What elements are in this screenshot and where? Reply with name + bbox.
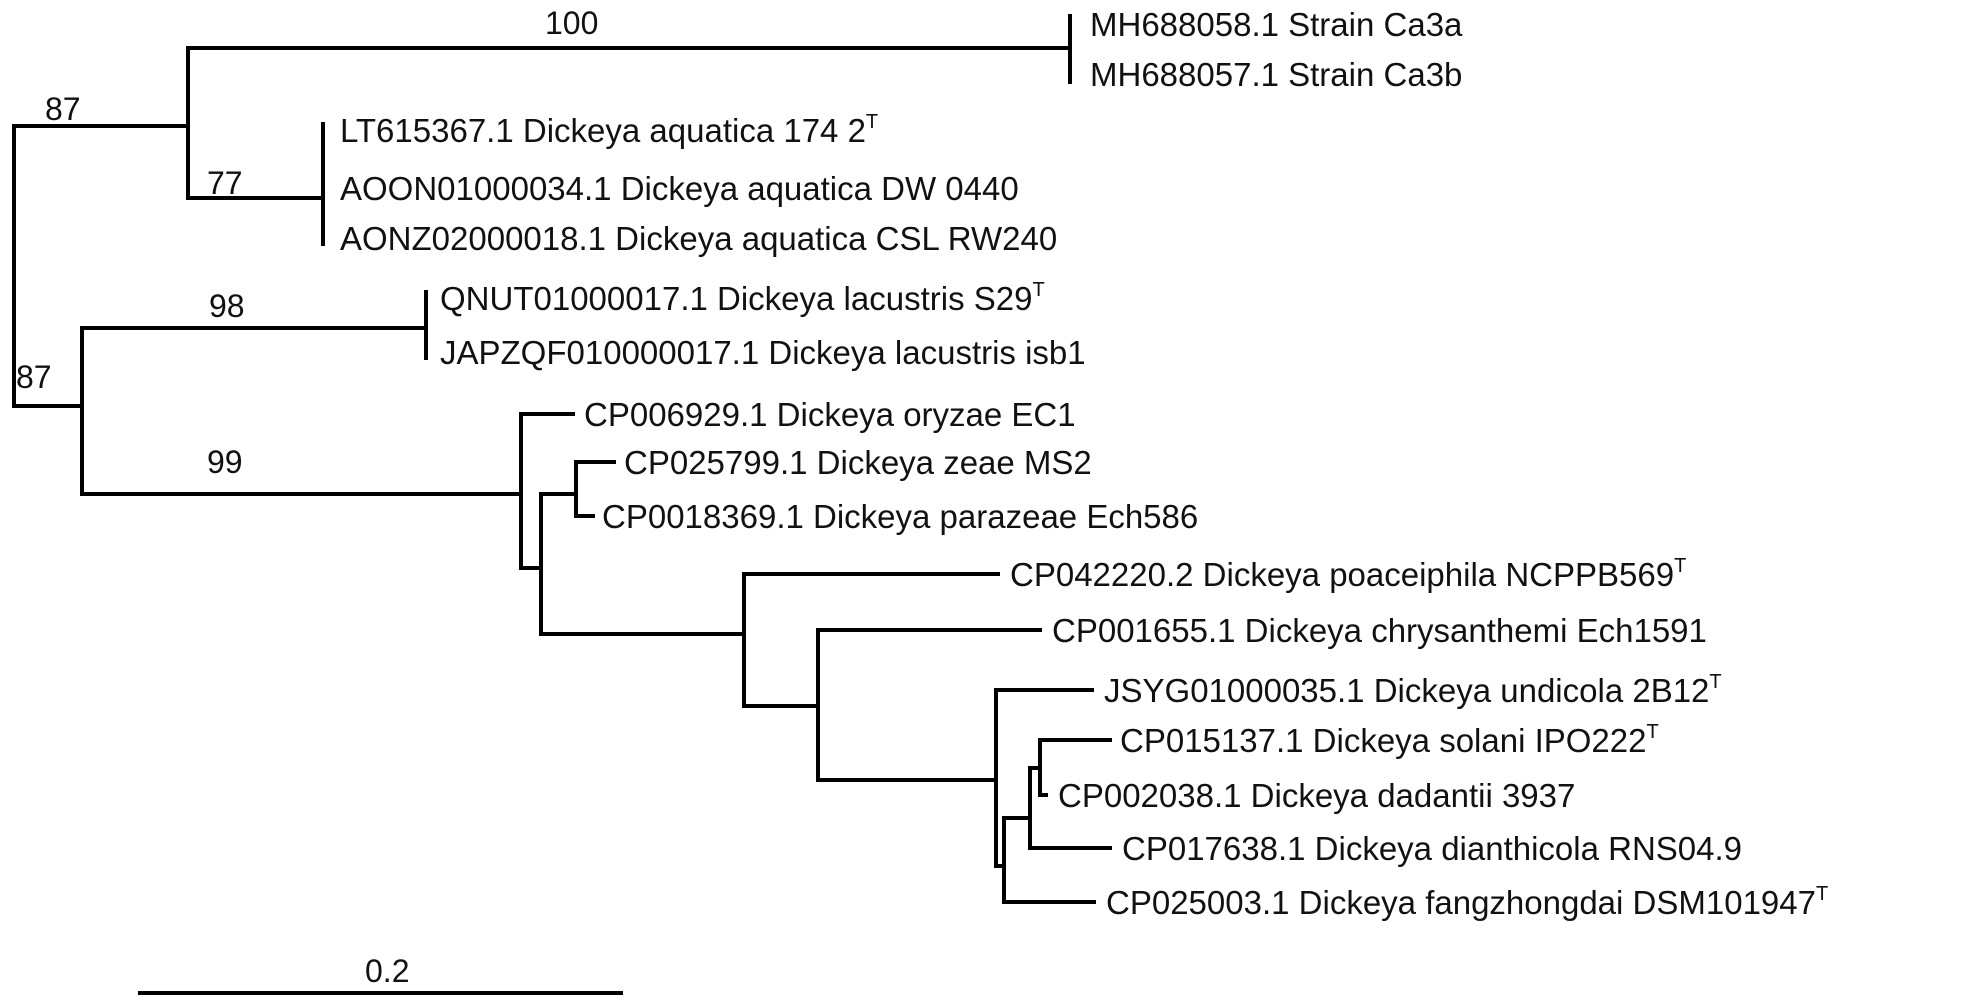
taxon-label-mh688057: MH688057.1 Strain Ca3b — [1090, 56, 1462, 93]
taxon-label-jsyg01000035: JSYG01000035.1 Dickeya undicola 2B12T — [1104, 671, 1722, 709]
taxon-label-cp001655: CP001655.1 Dickeya chrysanthemi Ech1591 — [1052, 612, 1707, 649]
taxon-label-aoon01000034: AOON01000034.1 Dickeya aquatica DW 0440 — [340, 170, 1019, 207]
taxon-label-aonz02000018: AONZ02000018.1 Dickeya aquatica CSL RW24… — [340, 220, 1057, 257]
type-strain-marker: T — [1032, 279, 1044, 301]
taxon-label-japzqf010000017: JAPZQF010000017.1 Dickeya lacustris isb1 — [440, 334, 1086, 371]
taxon-label-cp042220: CP042220.2 Dickeya poaceiphila NCPPB569T — [1010, 555, 1686, 593]
type-strain-marker: T — [1647, 721, 1659, 743]
tree-branches — [12, 14, 1112, 904]
taxon-label-cp0018369: CP0018369.1 Dickeya parazeae Ech586 — [602, 498, 1198, 535]
type-strain-marker: T — [1709, 671, 1721, 693]
taxon-label-cp025003: CP025003.1 Dickeya fangzhongdai DSM10194… — [1106, 883, 1828, 921]
bootstrap-lacustris-clade: 98 — [209, 288, 245, 324]
taxon-label-lt615367: LT615367.1 Dickeya aquatica 174 2T — [340, 111, 878, 149]
taxon-label-cp017638: CP017638.1 Dickeya dianthicola RNS04.9 — [1122, 830, 1742, 867]
taxon-label-qnut01000017: QNUT01000017.1 Dickeya lacustris S29T — [440, 279, 1045, 317]
taxon-label-mh688058: MH688058.1 Strain Ca3a — [1090, 6, 1463, 43]
bootstrap-root-upper: 87 — [45, 91, 81, 127]
bootstrap-aquatica-clade: 77 — [207, 165, 243, 201]
bootstrap-root-lower: 87 — [16, 359, 52, 395]
taxon-label-cp002038: CP002038.1 Dickeya dadantii 3937 — [1058, 777, 1575, 814]
taxon-label-cp006929: CP006929.1 Dickeya oryzae EC1 — [584, 396, 1076, 433]
bootstrap-strain-clade: 100 — [545, 5, 598, 41]
taxon-label-cp025799: CP025799.1 Dickeya zeae MS2 — [624, 444, 1092, 481]
type-strain-marker: T — [866, 111, 878, 133]
type-strain-marker: T — [1674, 555, 1686, 577]
bootstrap-dickeya-core-clade: 99 — [207, 444, 243, 480]
scale-bar: 0.2 — [138, 953, 623, 995]
taxon-label-cp015137: CP015137.1 Dickeya solani IPO222T — [1120, 721, 1659, 759]
scale-bar-label: 0.2 — [365, 953, 409, 989]
type-strain-marker: T — [1816, 883, 1828, 905]
